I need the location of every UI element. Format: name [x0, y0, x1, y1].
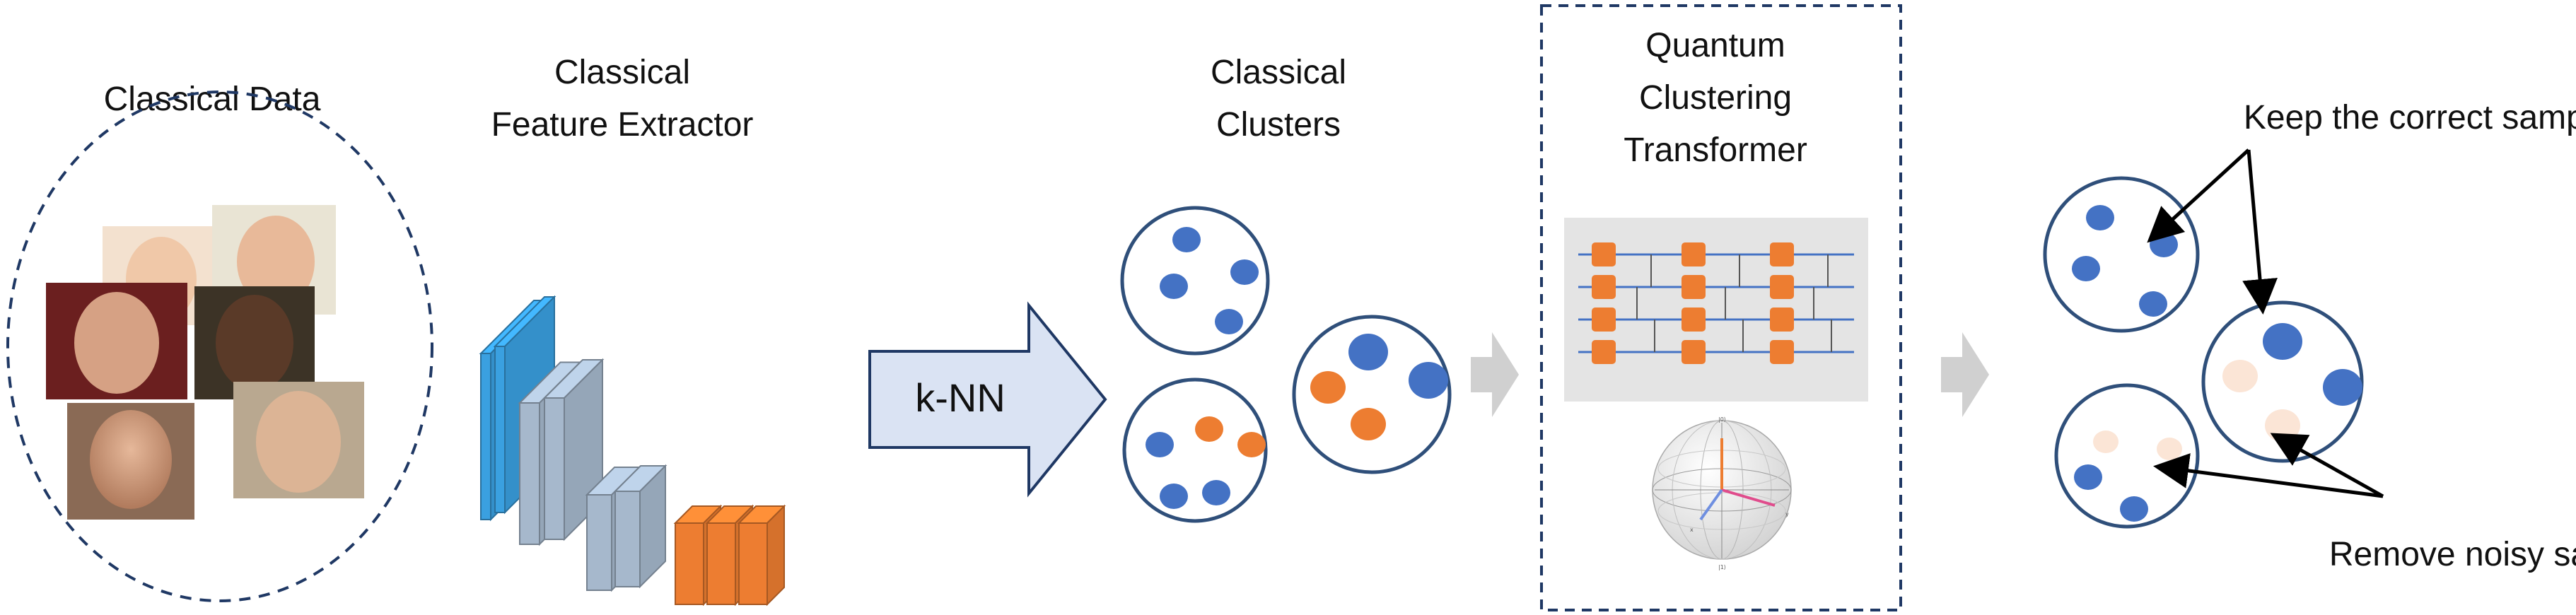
bloch-x-label: x [1690, 527, 1694, 533]
sample-dot [1310, 371, 1346, 404]
classical-clusters [1120, 206, 1452, 523]
cnn-layer [613, 464, 668, 589]
sample-dot [2072, 256, 2100, 281]
cluster-circle [1122, 377, 1268, 523]
data-dashed-circle [6, 90, 433, 602]
sample-dot [2074, 464, 2102, 490]
qct-title-line3: Transformer [1624, 131, 1807, 169]
qubit-gate-icon [1770, 242, 1794, 266]
sample-dot [1230, 259, 1259, 285]
sample-dot [1215, 309, 1243, 334]
cnn-layer [737, 504, 786, 607]
sample-dot [1160, 484, 1188, 509]
extractor-title-line1: Classical [554, 54, 690, 91]
cluster-circle [2043, 176, 2200, 333]
sample-dot [2323, 369, 2362, 406]
flow-arrow-2 [1941, 332, 1989, 417]
extractor-title-line2: Feature Extractor [491, 106, 754, 144]
knn-arrow: k-NN [868, 301, 1107, 498]
qubit-gate-icon [1770, 340, 1794, 364]
sample-dot [1202, 480, 1230, 505]
cluster-right [1292, 315, 1452, 474]
refined-clusters [2043, 176, 2364, 529]
qubit-gate-icon [1592, 275, 1616, 299]
annotation-arrows [2147, 148, 2384, 498]
qubit-gate-icon [1770, 275, 1794, 299]
sample-dot [1172, 227, 1201, 252]
sample-dot [1195, 416, 1223, 442]
face-photo-collage [46, 205, 364, 520]
qubit-gate-icon [1592, 340, 1616, 364]
cluster-bottom [1122, 377, 1268, 523]
sample-dot [2086, 205, 2114, 230]
refined-cluster-right [2201, 300, 2364, 463]
flow-arrow-1 [1471, 332, 1519, 417]
remove-annotation: Remove noisy samples [2329, 536, 2576, 573]
bloch-y-label: y [1785, 511, 1789, 517]
refined-cluster-bottom [2054, 383, 2200, 529]
bloch-top-label: |0⟩ [1718, 416, 1726, 423]
qubit-gate-icon [1682, 340, 1706, 364]
sample-dot [2222, 360, 2258, 392]
sample-dot [1351, 408, 1386, 440]
qct-title-line2: Clustering [1639, 79, 1792, 117]
cluster-circle [2054, 383, 2200, 529]
sample-dot [2139, 291, 2167, 317]
sample-dot [1146, 432, 1174, 457]
cnn-block-icon [479, 295, 786, 607]
cnn-layer [542, 358, 605, 541]
qubit-gate-icon [1682, 242, 1706, 266]
cluster-top [1120, 206, 1270, 356]
keep-annotation: Keep the correct samples [2244, 99, 2576, 136]
clusters-title-line1: Classical [1211, 54, 1346, 91]
qubit-gate-icon [1682, 275, 1706, 299]
qct-title-line1: Quantum [1645, 27, 1785, 64]
quantum-circuit [1578, 242, 1854, 364]
sample-dot [2265, 409, 2300, 442]
cluster-circle [1292, 315, 1452, 474]
sample-dot [2157, 438, 2182, 460]
sample-dot [2093, 430, 2119, 453]
bloch-bottom-label: |1⟩ [1718, 564, 1726, 570]
sample-dot [2263, 323, 2302, 360]
qubit-gate-icon [1592, 308, 1616, 332]
qubit-gate-icon [1682, 308, 1706, 332]
clusters-title-line2: Clusters [1216, 106, 1341, 144]
qct-dashed-box [1540, 4, 1902, 611]
qubit-gate-icon [1592, 242, 1616, 266]
refined-cluster-top [2043, 176, 2200, 333]
sample-dot [1237, 432, 1266, 457]
sample-dot [1348, 334, 1388, 370]
bloch-sphere-icon: |0⟩ |1⟩ x y [1652, 416, 1792, 570]
qubit-gate-icon [1770, 308, 1794, 332]
sample-dot [1409, 362, 1448, 399]
sample-dot [1160, 274, 1188, 299]
sample-dot [2120, 496, 2148, 522]
knn-label: k-NN [915, 375, 1006, 420]
